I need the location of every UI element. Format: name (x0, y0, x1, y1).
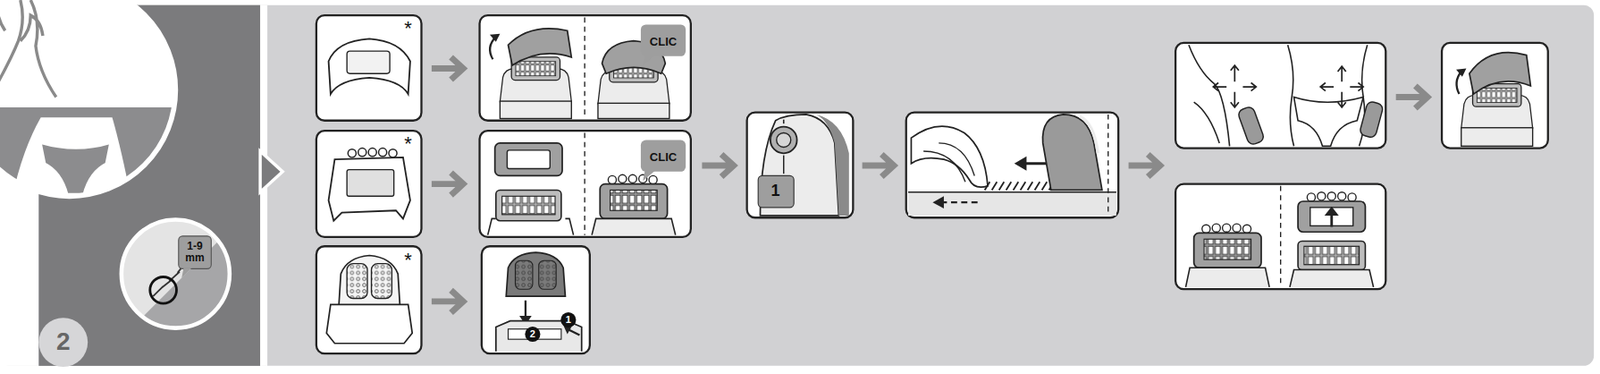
step-number: 2 (56, 328, 71, 354)
callout-number: 1 (565, 314, 572, 325)
speed-setting: 1 (771, 182, 781, 199)
hair-length: 1-9 mm (181, 240, 209, 263)
optional-mark: * (404, 134, 413, 154)
click-sound: CLIC (649, 150, 677, 162)
click-sound: CLIC (649, 34, 677, 47)
callout-number: 2 (530, 328, 536, 339)
optional-mark: * (404, 250, 413, 270)
optional-mark: * (404, 18, 413, 39)
